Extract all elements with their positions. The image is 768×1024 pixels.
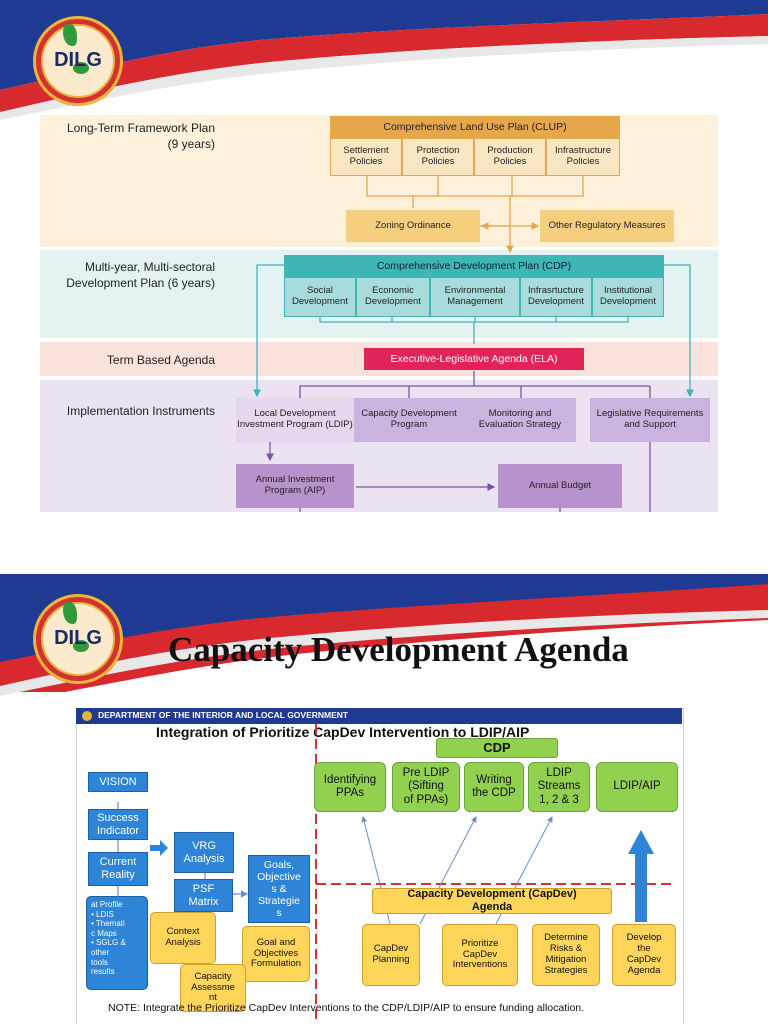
department-header-bar: DEPARTMENT OF THE INTERIOR AND LOCAL GOV… (76, 708, 682, 724)
cdp-label-box: CDP (436, 738, 558, 758)
dilg-seal-logo: DILG (33, 16, 123, 106)
header-swoosh-3 (0, 574, 768, 696)
cdp-box: Comprehensive Development Plan (CDP) (284, 255, 664, 277)
clup-box: Comprehensive Land Use Plan (CLUP) (330, 116, 620, 138)
dilg-seal-logo-2: DILG (33, 594, 123, 684)
implementation-label: Implementation Instruments (66, 404, 215, 418)
annual-budget-box: Annual Budget (498, 464, 622, 508)
department-header-text: DEPARTMENT OF THE INTERIOR AND LOCAL GOV… (98, 710, 349, 720)
slide-framework: DILG Long-Term Framework Plan (9 years) … (0, 0, 768, 512)
diagram-title: Integration of Prioritize CapDev Interve… (156, 724, 530, 740)
header-swoosh (0, 0, 768, 120)
vision-box: VISION (88, 772, 148, 792)
ela-box: Executive-Legislative Agenda (ELA) (364, 348, 584, 370)
funding-note: NOTE: Integrate the Prioritize CapDev In… (108, 1002, 585, 1014)
ldip-aip-box: LDIP/AIP (596, 762, 678, 812)
tools-results-box: at Profile • LDIS • Themati c Maps • SGL… (86, 896, 148, 990)
long-term-label: Long-Term Framework Plan (9 years) (66, 121, 215, 152)
term-based-label: Term Based Agenda (106, 353, 215, 367)
multi-year-label: Multi-year, Multi-sectoral Development P… (66, 260, 215, 291)
zoning-ordinance-box: Zoning Ordinance (346, 210, 480, 242)
slide-capdev-agenda: DILG Capacity Development Agenda DEPARTM… (0, 512, 768, 1024)
other-regulatory-measures-box: Other Regulatory Measures (540, 210, 674, 242)
page-title: Capacity Development Agenda (168, 630, 629, 669)
dilg-mini-logo-icon (82, 711, 92, 721)
capdev-agenda-box: Capacity Development (CapDev)Agenda (372, 888, 612, 914)
framework-connectors (253, 175, 694, 512)
